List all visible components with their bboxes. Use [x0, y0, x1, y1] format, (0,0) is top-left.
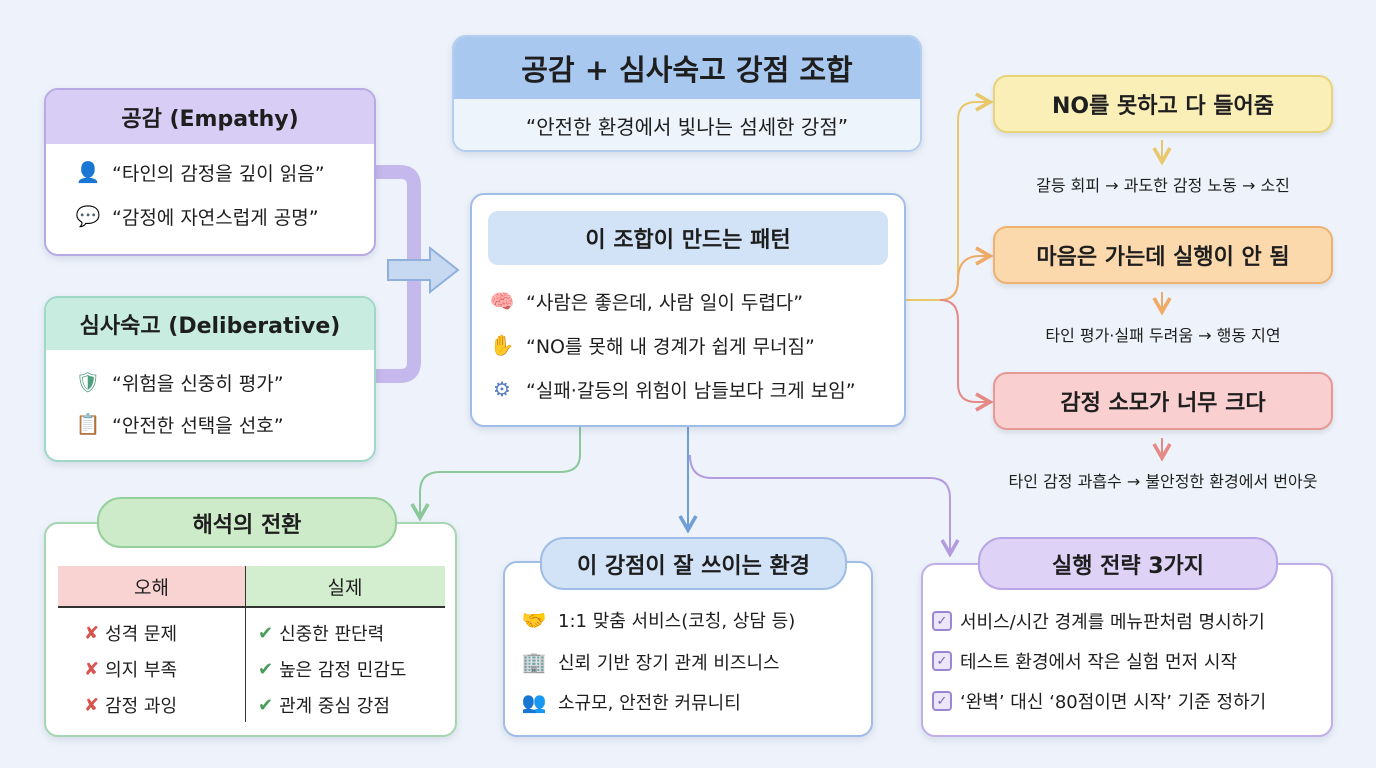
check-mark-icon: ✔ — [258, 622, 274, 644]
outcome-box-3: 감정 소모가 너무 크다 — [993, 372, 1333, 430]
pattern-item: ✋ “NO를 못해 내 경계가 쉽게 무너짐” — [488, 331, 815, 359]
item-text: 소규모, 안전한 커뮤니티 — [558, 693, 741, 714]
title-box: 공감 + 심사숙고 강점 조합 “안전한 환경에서 빛나는 섬세한 강점” — [452, 35, 922, 152]
myth-text: 감정 과잉 — [105, 696, 178, 717]
shield-warning-icon: 🛡 — [75, 370, 101, 394]
pattern-card: 이 조합이 만드는 패턴 🧠 “사람은 좋은데, 사람 일이 두렵다” ✋ “NO를… — [470, 193, 906, 427]
myth-row: ✘의지 부족 — [84, 656, 177, 682]
head-brain-icon: 🧠 — [489, 289, 515, 313]
page-subtitle: “안전한 환경에서 빛나는 섬세한 강점” — [454, 99, 920, 150]
outcome-detail-2: 타인 평가·실패 두려움 → 행동 지연 — [1045, 326, 1281, 345]
strategy-item: ✓ ‘완벽’ 대신 ‘80점이면 시작’ 기준 정하기 — [932, 688, 1266, 714]
reframe-title: 해석의 전환 — [97, 497, 397, 548]
item-text: “실패·갈등의 위험이 남들보다 크게 보임” — [526, 379, 856, 402]
pattern-item: ⚙ “실패·갈등의 위험이 남들보다 크게 보임” — [488, 375, 856, 403]
check-mark-icon: ✔ — [258, 658, 274, 680]
item-text: “사람은 좋은데, 사람 일이 두렵다” — [526, 291, 804, 314]
fact-row: ✔신중한 판단력 — [258, 620, 384, 646]
empathy-title: 공감 (Empathy) — [46, 90, 374, 144]
item-text: “위험을 신중히 평가” — [112, 372, 284, 395]
outcome-box-1: NO를 못하고 다 들어줌 — [993, 75, 1333, 133]
page-title: 공감 + 심사숙고 강점 조합 — [454, 37, 920, 99]
handshake-icon: 🤝 — [521, 608, 547, 632]
checkbox-checked-icon: ✓ — [932, 691, 952, 711]
x-mark-icon: ✘ — [84, 622, 100, 644]
fact-row: ✔높은 감정 민감도 — [258, 656, 406, 682]
empathy-item: 💬 “감정에 자연스럽게 공명” — [74, 202, 319, 230]
environment-item: 🏢 신뢰 기반 장기 관계 비즈니스 — [520, 648, 780, 676]
building-icon: 🏢 — [521, 650, 547, 674]
empathy-item: 👤 “타인의 감정을 깊이 읽음” — [74, 158, 325, 186]
community-icon: 👥 — [521, 690, 547, 714]
checkbox-checked-icon: ✓ — [932, 611, 952, 631]
person-idea-icon: 👤 — [75, 160, 101, 184]
strategy-text: 테스트 환경에서 작은 실험 먼저 시작 — [960, 652, 1238, 673]
deliberative-item: 🛡 “위험을 신중히 평가” — [74, 368, 284, 396]
fact-row: ✔관계 중심 강점 — [258, 692, 390, 718]
myth-row: ✘성격 문제 — [84, 620, 177, 646]
myth-text: 의지 부족 — [105, 660, 178, 681]
person-speech-heart-icon: 💬 — [75, 204, 101, 228]
hand-stop-icon: ✋ — [489, 333, 515, 357]
strategy-card — [921, 563, 1333, 737]
environment-title: 이 강점이 잘 쓰이는 환경 — [540, 537, 847, 590]
column-divider — [245, 566, 246, 722]
strategy-text: 서비스/시간 경계를 메뉴판처럼 명시하기 — [960, 612, 1265, 633]
environment-card — [503, 561, 873, 737]
outcome-box-2: 마음은 가는데 실행이 안 됨 — [993, 226, 1333, 284]
myth-text: 성격 문제 — [105, 624, 178, 645]
pattern-item: 🧠 “사람은 좋은데, 사람 일이 두렵다” — [488, 287, 804, 315]
empathy-card: 공감 (Empathy) 👤 “타인의 감정을 깊이 읽음” 💬 “감정에 자연스럽… — [44, 88, 376, 256]
deliberative-card: 심사숙고 (Deliberative) 🛡 “위험을 신중히 평가” 📋 “안전한 … — [44, 296, 376, 462]
gear-icon: ⚙ — [493, 377, 511, 401]
environment-item: 👥 소규모, 안전한 커뮤니티 — [520, 688, 741, 716]
x-mark-icon: ✘ — [84, 658, 100, 680]
fact-column-header: 실제 — [245, 566, 445, 606]
item-text: 1:1 맞춤 서비스(코칭, 상담 등) — [558, 611, 796, 632]
outcome-detail-1: 갈등 회피 → 과도한 감정 노동 → 소진 — [1036, 176, 1290, 195]
item-text: “타인의 감정을 깊이 읽음” — [112, 162, 325, 185]
strategy-item: ✓ 서비스/시간 경계를 메뉴판처럼 명시하기 — [932, 608, 1265, 634]
item-text: “감정에 자연스럽게 공명” — [112, 206, 319, 229]
outcome-detail-3: 타인 감정 과흡수 → 불안정한 환경에서 번아웃 — [1008, 472, 1318, 491]
table-divider — [58, 606, 445, 608]
checkbox-checked-icon: ✓ — [932, 651, 952, 671]
pattern-title: 이 조합이 만드는 패턴 — [488, 211, 888, 265]
strategy-text: ‘완벽’ 대신 ‘80점이면 시작’ 기준 정하기 — [960, 692, 1267, 713]
check-mark-icon: ✔ — [258, 694, 274, 716]
fact-text: 높은 감정 민감도 — [279, 660, 407, 681]
myth-column-header: 오해 — [58, 566, 245, 606]
deliberative-item: 📋 “안전한 선택을 선호” — [74, 410, 284, 438]
fact-text: 관계 중심 강점 — [279, 696, 390, 717]
item-text: “NO를 못해 내 경계가 쉽게 무너짐” — [526, 335, 815, 358]
deliberative-title: 심사숙고 (Deliberative) — [46, 298, 374, 350]
item-text: 신뢰 기반 장기 관계 비즈니스 — [558, 653, 780, 674]
strategy-title: 실행 전략 3가지 — [978, 537, 1278, 590]
item-text: “안전한 선택을 선호” — [112, 414, 284, 437]
environment-item: 🤝 1:1 맞춤 서비스(코칭, 상담 등) — [520, 606, 796, 634]
x-mark-icon: ✘ — [84, 694, 100, 716]
strategy-item: ✓ 테스트 환경에서 작은 실험 먼저 시작 — [932, 648, 1237, 674]
fact-text: 신중한 판단력 — [279, 624, 385, 645]
reframe-card — [44, 522, 457, 737]
myth-row: ✘감정 과잉 — [84, 692, 177, 718]
clipboard-checklist-icon: 📋 — [75, 412, 101, 436]
